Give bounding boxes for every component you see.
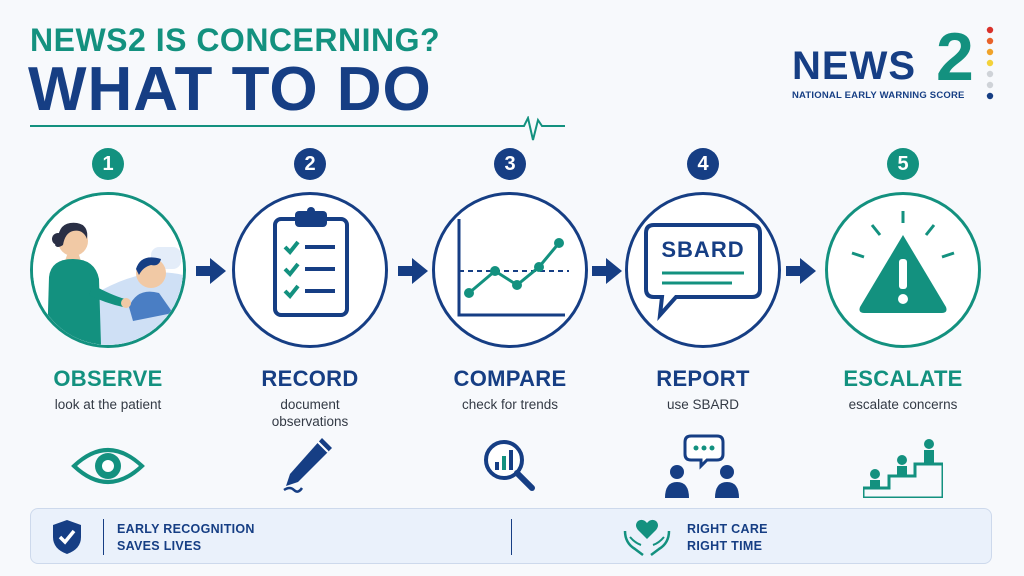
logo-number: 2 — [936, 19, 974, 95]
page-subtitle: NEWS2 IS CONCERNING? — [30, 22, 441, 58]
logo-dot — [986, 81, 994, 89]
arrow-right-icon — [398, 258, 428, 284]
escalate-illustration — [825, 192, 981, 348]
report-illustration: SBARD — [625, 192, 781, 348]
trend-chart-icon — [457, 219, 569, 317]
report-card-label: SBARD — [661, 237, 745, 262]
footer-right-text: RIGHT CARE RIGHT TIME — [687, 521, 768, 555]
eye-icon — [71, 448, 145, 484]
logo-tagline: NATIONAL EARLY WARNING SCORE — [792, 90, 965, 101]
shield-check-icon — [53, 520, 81, 554]
step-description: use SBARD — [666, 397, 740, 412]
footer-divider — [103, 519, 104, 555]
news2-logo: NEWS 2 NATIONAL EARLY WARNING SCORE — [790, 19, 1000, 106]
team-chat-icon — [665, 434, 739, 498]
logo-dot — [986, 92, 994, 100]
step-number: 5 — [887, 148, 919, 180]
footer-left-text: EARLY RECOGNITION SAVES LIVES — [117, 521, 255, 555]
footer-left-line2: SAVES LIVES — [117, 539, 202, 553]
step-title: OBSERVE — [53, 366, 163, 391]
pen-icon — [283, 438, 332, 493]
logo-dot — [986, 48, 994, 56]
heart-hands-icon — [623, 519, 671, 556]
record-illustration — [232, 192, 388, 348]
footer-left-line1: EARLY RECOGNITION — [117, 522, 255, 536]
step-description: escalate concerns — [848, 397, 958, 412]
magnifier-chart-icon — [484, 440, 535, 491]
footer-right-line2: RIGHT TIME — [687, 539, 763, 553]
arrow-right-icon — [196, 258, 226, 284]
step-description: check for trends — [461, 397, 559, 412]
logo-word: NEWS — [792, 44, 916, 88]
footer-right-line1: RIGHT CARE — [687, 522, 768, 536]
logo-dots — [986, 26, 994, 100]
escalation-stairs-icon — [863, 439, 943, 498]
page-title: WHAT TO DO — [28, 55, 432, 124]
speech-bubble-icon — [644, 223, 762, 322]
heartbeat-divider — [30, 116, 565, 141]
clipboard-icon — [273, 207, 349, 317]
nurse-patient-icon — [33, 195, 183, 345]
step-number: 1 — [92, 148, 124, 180]
compare-illustration — [432, 192, 588, 348]
logo-dot — [986, 26, 994, 34]
observe-illustration — [30, 192, 186, 348]
step-title: ESCALATE — [843, 366, 963, 391]
warning-icon — [851, 211, 955, 313]
footer-banner: EARLY RECOGNITION SAVES LIVES RIGHT CARE… — [30, 508, 992, 564]
logo-dot — [986, 37, 994, 45]
step-title: RECORD — [261, 366, 359, 391]
step-number: 4 — [687, 148, 719, 180]
step-number: 3 — [494, 148, 526, 180]
step-description: look at the patient — [54, 397, 162, 412]
logo-dot — [986, 59, 994, 67]
footer-divider — [511, 519, 512, 555]
step-description: document observations — [271, 397, 349, 429]
step-title: REPORT — [656, 366, 750, 391]
logo-dot — [986, 70, 994, 78]
step-title: COMPARE — [453, 366, 567, 391]
arrow-right-icon — [786, 258, 816, 284]
step-number: 2 — [294, 148, 326, 180]
arrow-right-icon — [592, 258, 622, 284]
